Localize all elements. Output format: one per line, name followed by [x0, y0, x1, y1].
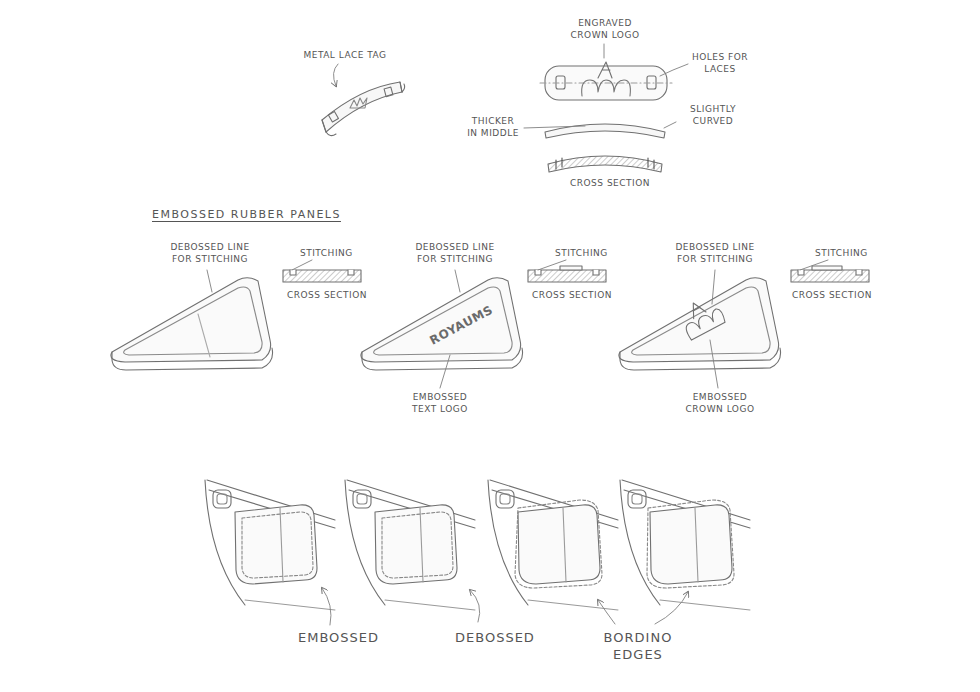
- annotation: DEBOSSED: [455, 630, 535, 647]
- leader-lines: [207, 44, 828, 625]
- annotation: EMBOSSED: [298, 630, 379, 647]
- emboss-bump: [560, 266, 582, 270]
- annotation: CROSS SECTION: [527, 290, 617, 302]
- shoe-side-sketch: [488, 480, 618, 610]
- annotation: EMBOSSED CROWN LOGO: [685, 392, 755, 415]
- lace-tag-front: [540, 62, 672, 100]
- cross-section: [528, 270, 606, 282]
- annotation: SLIGHTLY CURVED: [678, 104, 748, 127]
- emboss-bump: [812, 266, 842, 270]
- rubber-panel: [619, 278, 781, 370]
- shoe-side-sketch: [345, 480, 475, 610]
- rubber-panel: [361, 278, 523, 370]
- annotation: STITCHING: [300, 248, 353, 260]
- annotation: STITCHING: [555, 248, 608, 260]
- crown-logo: [676, 293, 726, 340]
- shoe-side-sketch: [205, 480, 335, 610]
- annotation: METAL LACE TAG: [300, 50, 390, 62]
- shoe-side-sketch: [620, 480, 750, 610]
- annotation: CROSS SECTION: [787, 290, 877, 302]
- annotation: EMBOSSED TEXT LOGO: [405, 392, 475, 415]
- annotation: EMBOSSED RUBBER PANELS: [152, 208, 341, 222]
- annotation: THICKER IN MIDDLE: [465, 116, 521, 139]
- annotation: DEBOSSED LINE FOR STITCHING: [405, 242, 505, 265]
- annotation: HOLES FOR LACES: [690, 52, 750, 75]
- annotation: DEBOSSED LINE FOR STITCHING: [665, 242, 765, 265]
- annotation: CROSS SECTION: [565, 178, 655, 190]
- annotation: DEBOSSED LINE FOR STITCHING: [160, 242, 260, 265]
- annotation: ENGRAVED CROWN LOGO: [570, 18, 640, 41]
- panel-divider: [198, 314, 210, 357]
- cross-section: [791, 270, 869, 282]
- annotation: CROSS SECTION: [282, 290, 372, 302]
- rubber-panel: [111, 278, 273, 370]
- cross-section: [283, 270, 361, 282]
- lace-tag-sketch: [322, 82, 405, 136]
- stitch-lines: [242, 500, 734, 588]
- tag-side-view: [545, 124, 665, 172]
- annotation: STITCHING: [815, 248, 868, 260]
- annotation: BORDINO EDGES: [598, 630, 678, 664]
